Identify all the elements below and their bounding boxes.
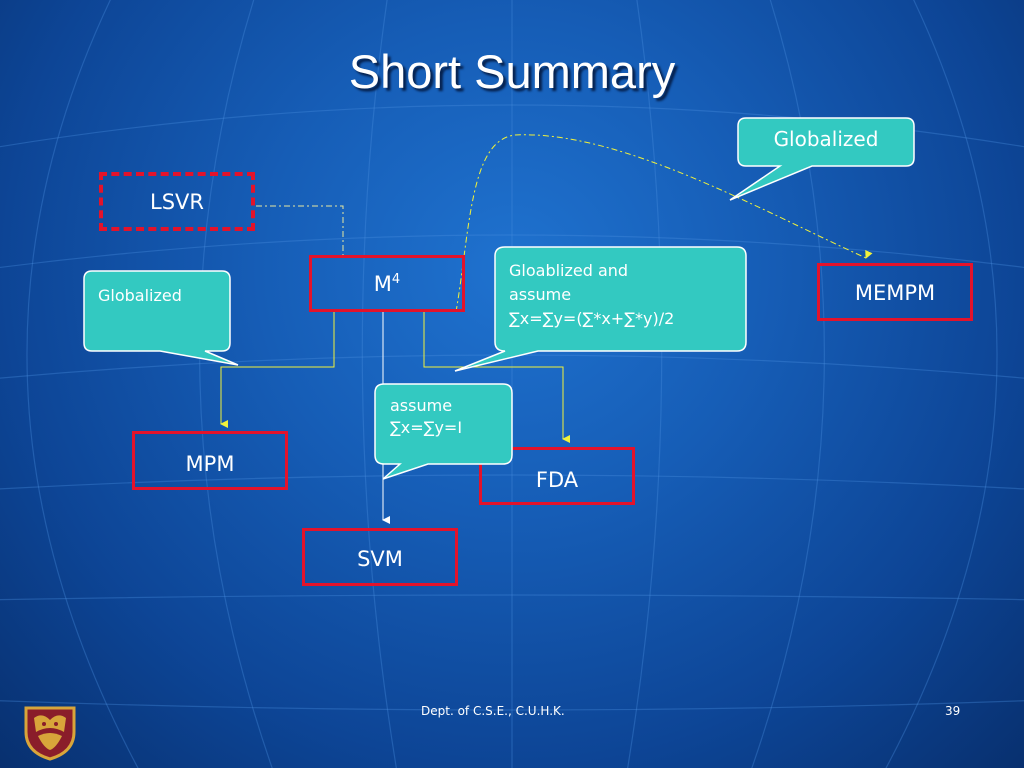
- node-mempm-label: MEMPM: [854, 281, 936, 305]
- node-m4-label: M: [373, 272, 392, 296]
- slide-title: Short Summary: [348, 45, 676, 98]
- footer-page-number: 39: [945, 704, 961, 718]
- node-svm-label: SVM: [357, 547, 403, 571]
- node-mpm-label: MPM: [185, 452, 235, 476]
- node-fda: FDA: [479, 447, 635, 505]
- callout-gloablized-assume-shape: [454, 246, 747, 372]
- callout-globalized-left: Globalized: [98, 286, 182, 305]
- node-mpm: MPM: [132, 431, 288, 490]
- node-lsvr-label: LSVR: [150, 190, 204, 214]
- node-m4-superscript: 4: [391, 272, 401, 287]
- callout-assume-line: ∑x=∑y=I: [390, 418, 463, 437]
- connector-m4-fda: [423, 312, 570, 443]
- callout-gloablized-assume-line: ∑x=∑y=(∑*x+∑*y)/2: [509, 309, 675, 328]
- connector-m4-mempm: [455, 134, 873, 313]
- callout-globalized-top: Globalized: [773, 127, 879, 151]
- connector-m4-mpm: [220, 312, 335, 428]
- callout-globalized-top-shape: [729, 117, 915, 201]
- callout-assume-shape: [374, 383, 513, 480]
- callout-gloablized-assume-line: Gloablized and: [509, 261, 629, 280]
- node-fda-label: FDA: [535, 468, 579, 492]
- cuhk-crest-icon: [24, 706, 76, 761]
- callout-gloablized-assume: Gloablized and assume ∑x=∑y=(∑*x+∑*y)/2: [509, 259, 741, 331]
- callout-gloablized-assume-line: assume: [509, 285, 572, 304]
- node-svm: SVM: [302, 528, 458, 586]
- footer-department: Dept. of C.S.E., C.U.H.K.: [421, 704, 565, 718]
- callout-assume: assume ∑x=∑y=I: [390, 395, 510, 439]
- node-m4: M4: [309, 255, 465, 312]
- node-lsvr: LSVR: [99, 172, 255, 231]
- node-mempm: MEMPM: [817, 263, 973, 321]
- callout-assume-line: assume: [390, 396, 453, 415]
- connector-lsvr-m4: [256, 205, 344, 255]
- callout-globalized-left-shape: [83, 270, 239, 366]
